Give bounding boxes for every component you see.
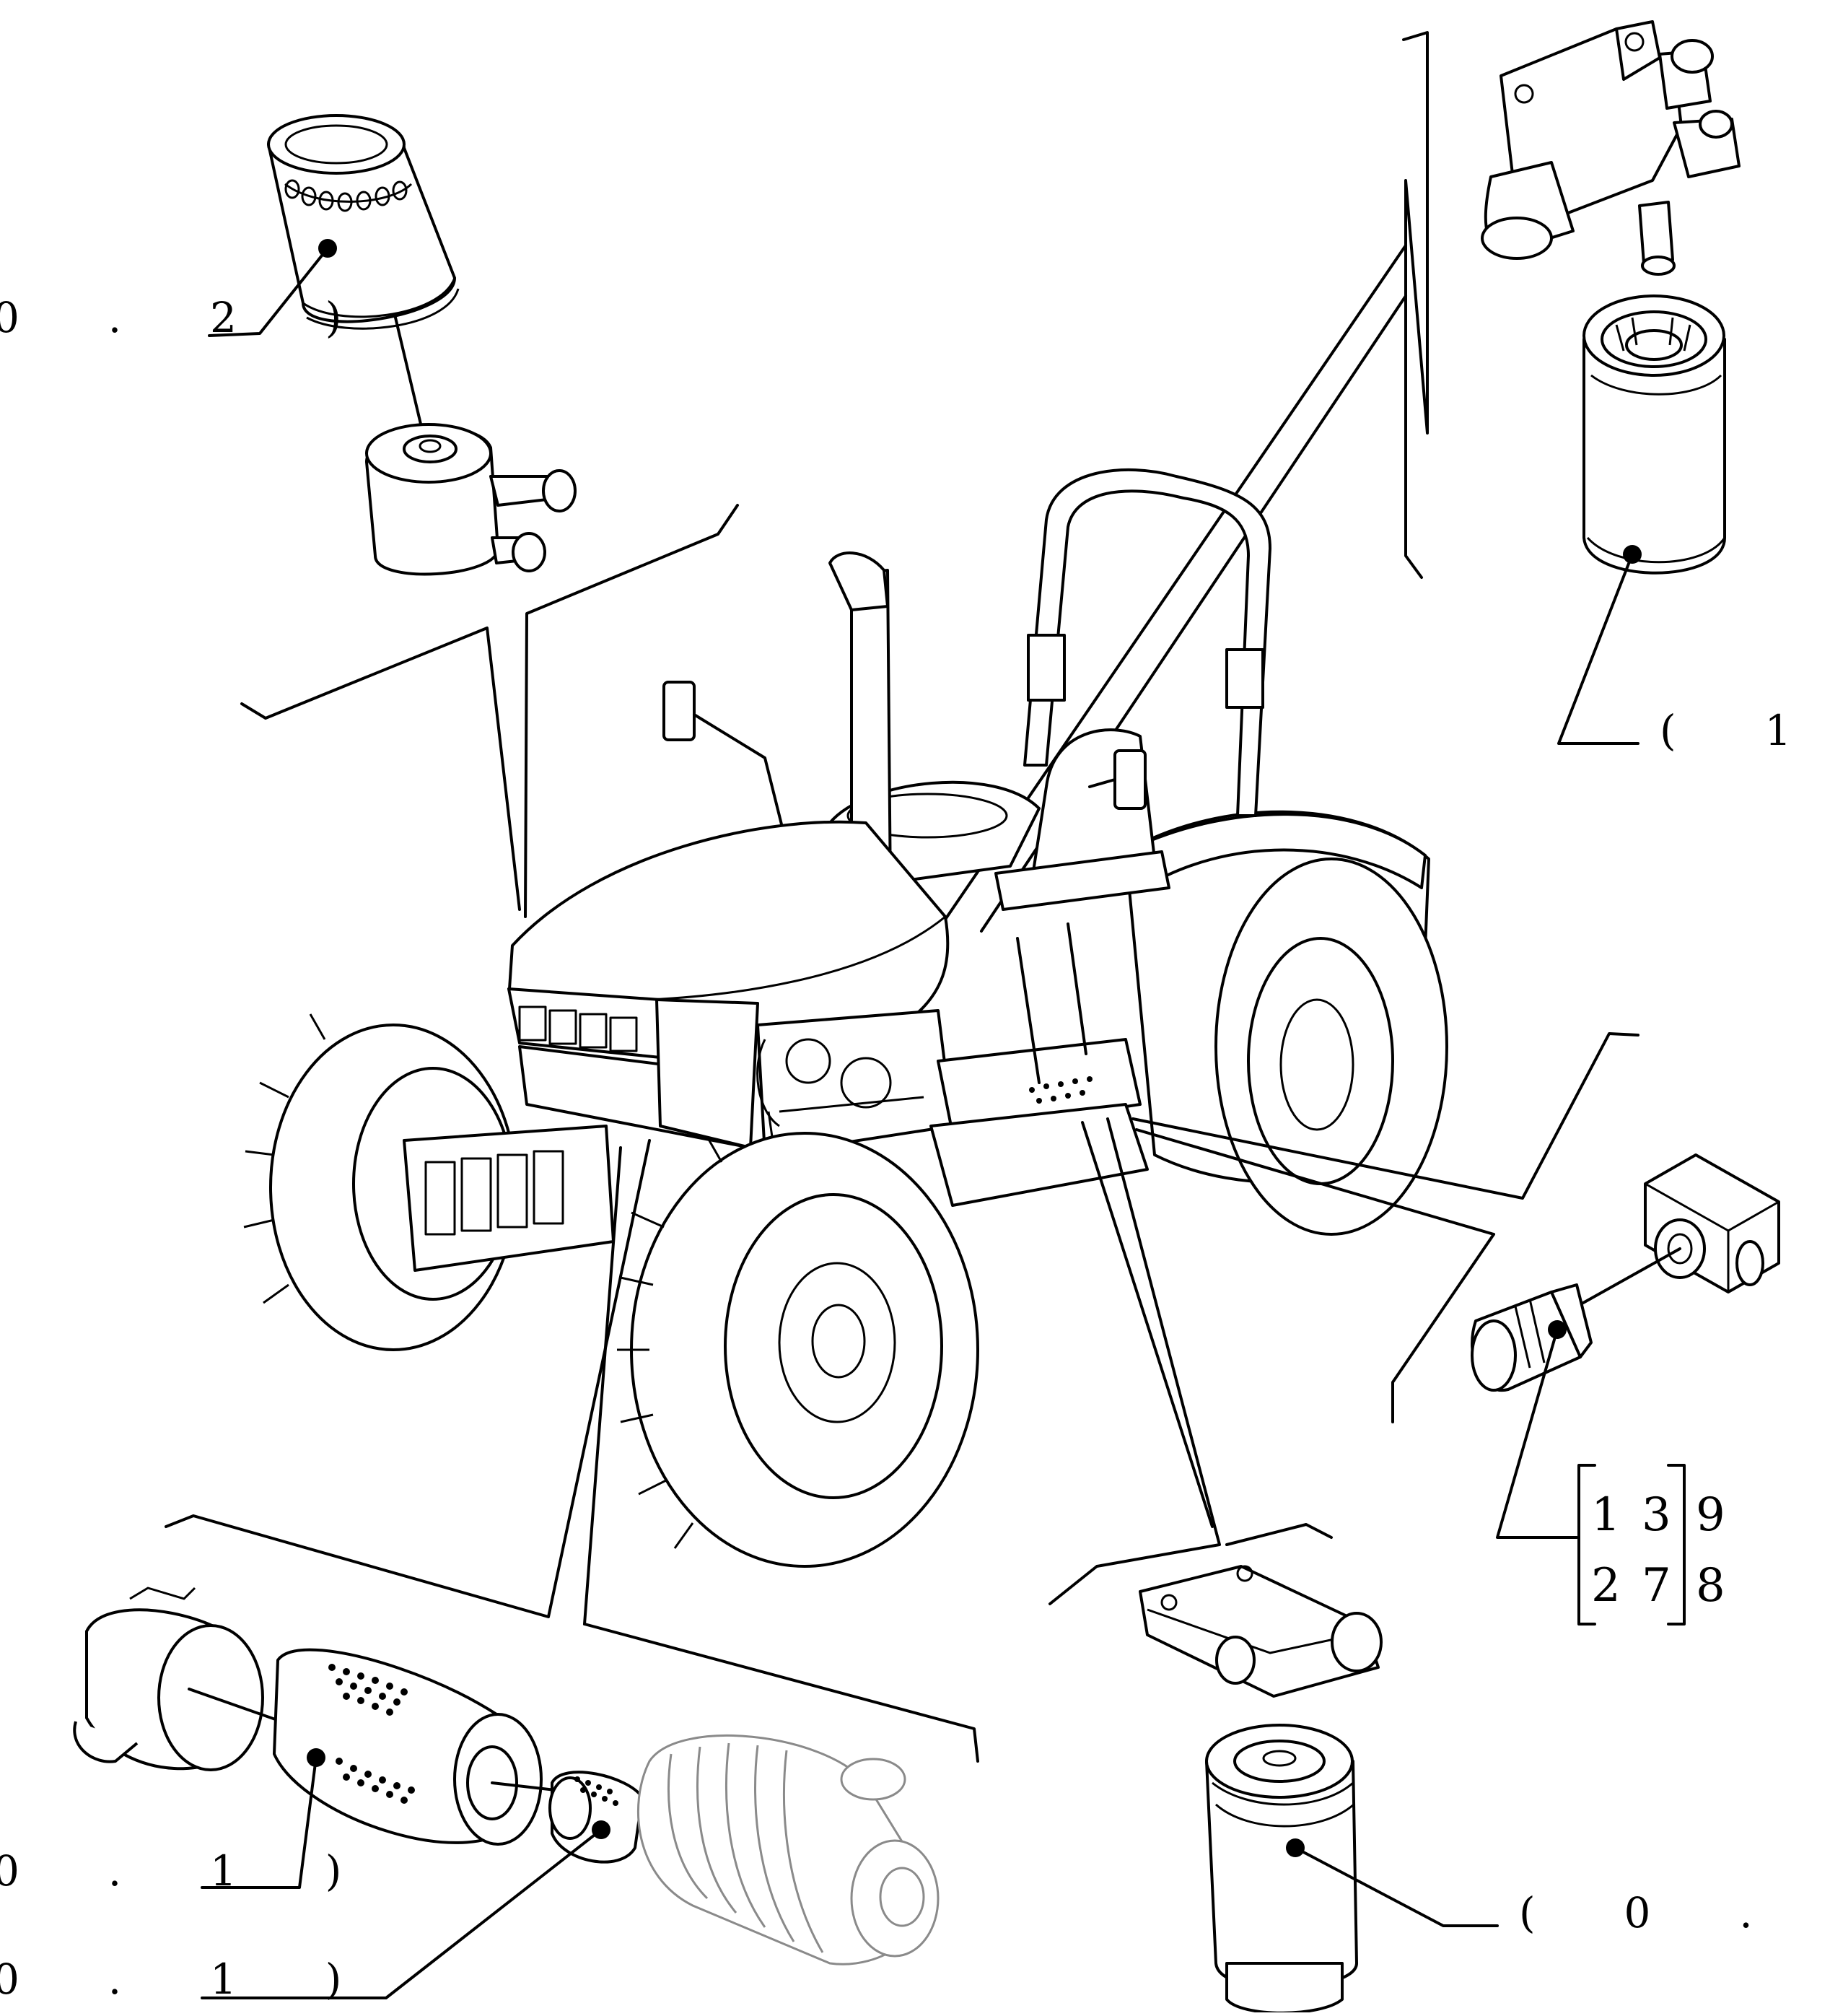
air-cleaner-cover-icon[interactable]	[73, 1587, 264, 1771]
fuel-filter-icon[interactable]	[1205, 1724, 1358, 2015]
hydraulic-filter-icon[interactable]	[1582, 294, 1726, 575]
filter-head-icon[interactable]	[1481, 20, 1741, 276]
oil-filter-icon[interactable]	[267, 114, 460, 330]
code-cell-r1c2: 3	[1642, 1488, 1671, 1542]
fuel-filter-head-icon[interactable]	[1139, 1565, 1383, 1698]
air-filter-outer-icon[interactable]	[273, 1648, 543, 1846]
air-cleaner-housing-icon	[637, 1734, 940, 1965]
tractor-icon	[243, 468, 1448, 1568]
code-cell-r2c2: 7	[1642, 1559, 1671, 1613]
callout-air-filter-outer: 0 . 1 )	[0, 1846, 380, 1895]
sensor-block-icon[interactable]	[1644, 1153, 1780, 1293]
part-code-grid: 1 3 9 2 7 8	[1577, 1464, 1725, 1626]
code-cell-r1c3: 9	[1696, 1488, 1725, 1542]
callout-hydraulic-filter: ( 1 . 8	[1660, 706, 1830, 755]
callout-fuel-filter: ( 0 . 20 .	[1519, 1888, 1830, 1937]
air-filter-inner-icon[interactable]	[548, 1771, 644, 1864]
code-cell-r2c3: 8	[1696, 1559, 1725, 1613]
callout-oil-filter: 0 . 2 )	[0, 293, 380, 342]
filter-adapter-icon[interactable]	[365, 423, 577, 576]
code-cell-r2c1: 2	[1591, 1559, 1621, 1613]
callout-air-filter-inner: 0 . 1 )	[0, 1955, 380, 2004]
code-cell-r1c1: 1	[1591, 1488, 1621, 1542]
sensor-plug-icon[interactable]	[1471, 1283, 1593, 1392]
